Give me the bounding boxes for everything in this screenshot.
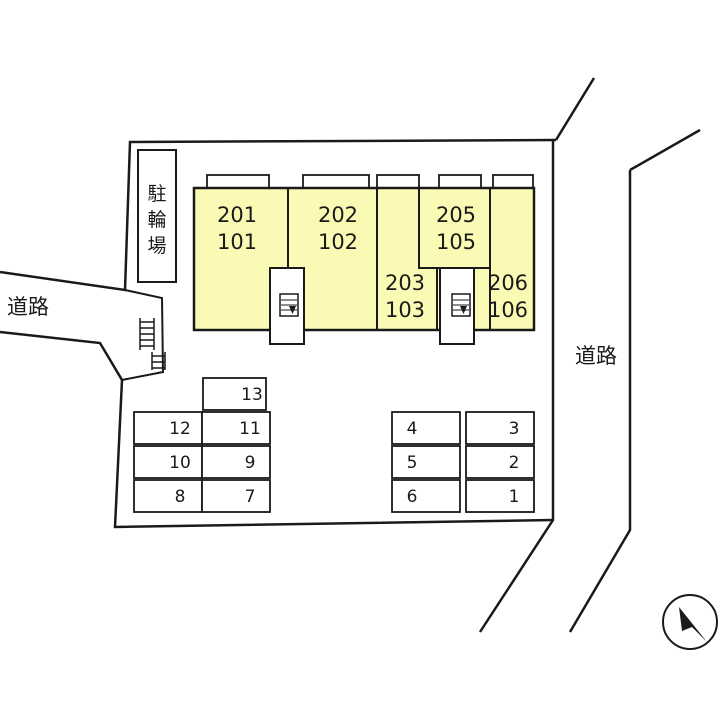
parking-space-1: 1 — [509, 487, 520, 507]
left-road-label: 道路 — [7, 295, 49, 319]
unit-206-label: 206 — [488, 271, 528, 295]
unit-202-label: 202 — [318, 203, 358, 227]
bicycle-parking-label-3: 場 — [147, 235, 166, 257]
unit-203-label: 203 — [385, 271, 425, 295]
compass-north-arrow-icon — [662, 594, 718, 650]
entrance-stairs-icon — [139, 318, 166, 370]
parking-space-8: 8 — [175, 487, 186, 507]
unit-106-label: 106 — [488, 298, 528, 322]
parking-space-4: 4 — [407, 419, 418, 439]
parking-space-2: 2 — [509, 453, 520, 473]
unit-105-label: 105 — [436, 230, 476, 254]
unit-101-label: 101 — [217, 230, 257, 254]
unit-205-label: 205 — [436, 203, 476, 227]
stairwell-a — [269, 267, 305, 345]
parking-left — [133, 377, 271, 513]
parking-right — [391, 411, 535, 513]
unit-201-label: 201 — [217, 203, 257, 227]
left-road-connector — [121, 289, 165, 381]
roof-tabs — [206, 174, 534, 189]
bicycle-parking-label-2: 輪 — [147, 209, 166, 231]
stairs-down-icon — [289, 306, 296, 314]
parking-space-9: 9 — [245, 453, 256, 473]
unit-102-label: 102 — [318, 230, 358, 254]
building — [192, 186, 536, 332]
right-road-edge-outer — [568, 128, 701, 633]
unit-dividers — [287, 188, 491, 330]
parking-space-10: 10 — [169, 453, 191, 473]
unit-103-label: 103 — [385, 298, 425, 322]
parking-space-11: 11 — [239, 419, 261, 439]
bicycle-parking-area — [137, 149, 177, 283]
stairwell-b — [439, 267, 475, 345]
parking-space-7: 7 — [245, 487, 256, 507]
parking-space-13: 13 — [241, 385, 263, 405]
parking-space-5: 5 — [407, 453, 418, 473]
parking-space-12: 12 — [169, 419, 191, 439]
parking-space-6: 6 — [407, 487, 418, 507]
parking-space-3: 3 — [509, 419, 520, 439]
right-road-label: 道路 — [575, 344, 617, 368]
left-road-edge-top — [0, 138, 557, 292]
stairs-down-icon — [460, 306, 467, 314]
bicycle-parking-label-1: 駐 — [147, 183, 166, 205]
